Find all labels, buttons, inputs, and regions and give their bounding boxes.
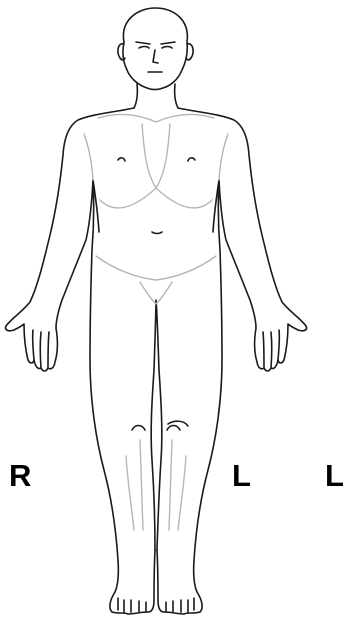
nose — [153, 50, 158, 63]
collarbones — [98, 115, 214, 122]
left-shoulder-inner — [219, 134, 228, 180]
head — [118, 8, 193, 90]
left-calf — [178, 456, 186, 530]
navel — [152, 232, 162, 234]
neck — [134, 84, 178, 108]
left-eye — [162, 47, 172, 49]
right-eyebrow — [136, 42, 150, 44]
right-pectoral — [100, 188, 156, 208]
right-shin — [140, 440, 143, 530]
right-eye — [139, 47, 149, 49]
left-side-outline — [157, 108, 307, 614]
right-shoulder-inner — [84, 134, 93, 180]
right-calf — [126, 456, 134, 530]
left-nipple — [188, 158, 195, 161]
right-side-outline — [5, 108, 155, 614]
left-knee — [167, 426, 180, 431]
inner-leg-line — [151, 300, 162, 550]
chest-center — [142, 124, 170, 188]
left-eyebrow — [161, 42, 175, 44]
left-side-label-extra: L — [325, 460, 344, 491]
body-outline — [5, 108, 306, 614]
right-toes — [118, 598, 146, 612]
head-outline — [123, 8, 187, 90]
left-side-label: L — [232, 460, 251, 491]
right-knee — [132, 426, 145, 431]
left-shin — [169, 440, 172, 530]
left-pectoral — [156, 188, 212, 208]
left-toes — [166, 598, 194, 612]
right-nipple — [118, 158, 125, 161]
right-side-label: R — [9, 460, 31, 491]
hip-line — [96, 256, 216, 280]
